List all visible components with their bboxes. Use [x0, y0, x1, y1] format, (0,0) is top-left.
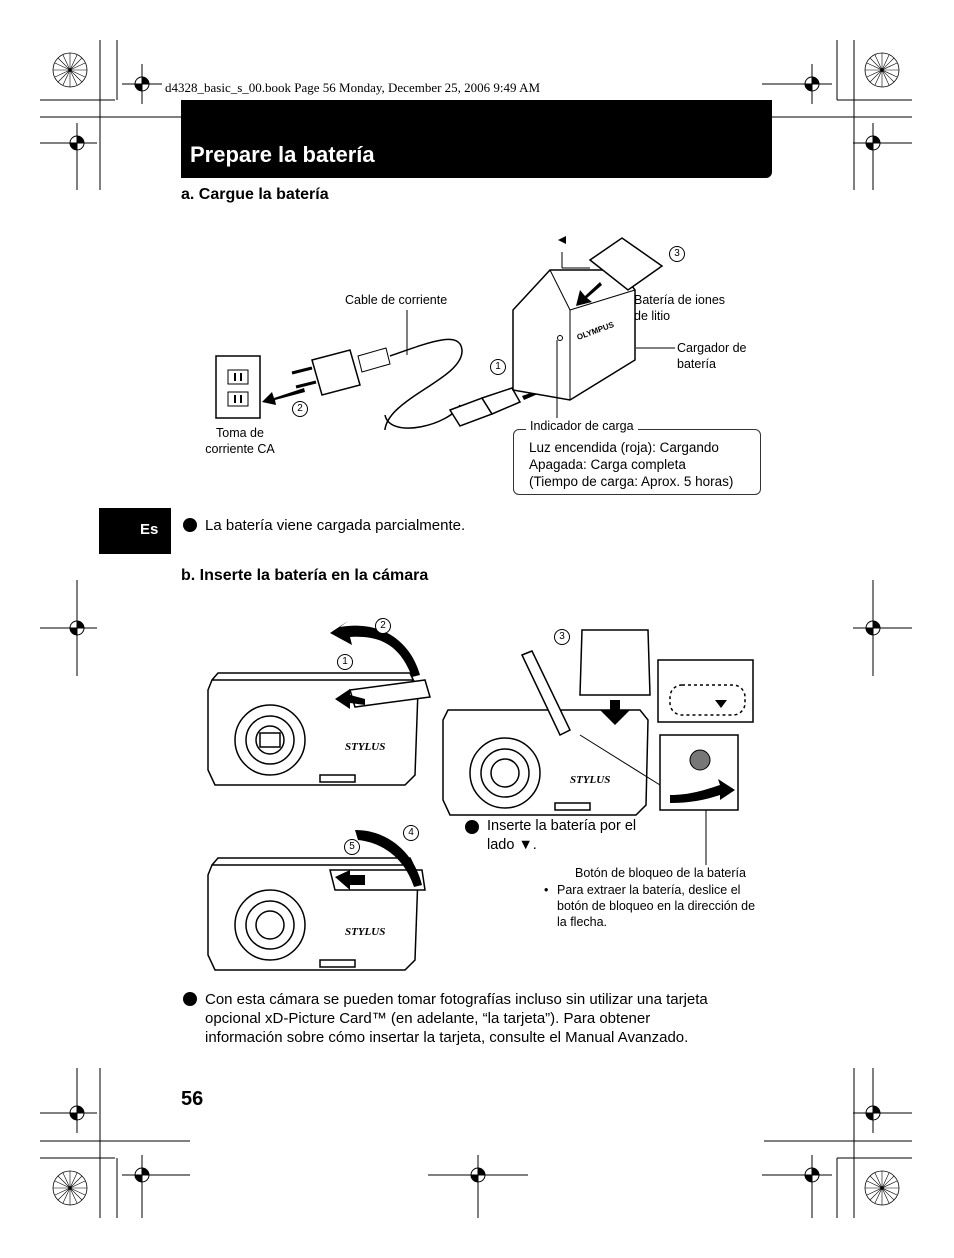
memory-card-note: Con esta cámara se pueden tomar fotograf… [205, 991, 708, 1046]
step-2-marker: 2 [292, 401, 308, 417]
step-b4-marker: 4 [403, 825, 419, 841]
language-tab [99, 508, 171, 554]
step-b5-marker: 5 [344, 839, 360, 855]
charge-note: La batería viene cargada parcialmente. [205, 517, 466, 534]
charging-illustration: OLYMPUS [215, 236, 675, 430]
charge-indicator-label: Indicador de carga [526, 418, 638, 434]
svg-text:STYLUS: STYLUS [345, 926, 385, 938]
bullet-icon [465, 820, 479, 834]
step-b3-marker: 3 [554, 629, 570, 645]
svg-text:STYLUS: STYLUS [345, 741, 385, 753]
bullet-icon [183, 518, 197, 532]
title-bar [181, 100, 772, 178]
lock-button-label: Botón de bloqueo de la batería [575, 866, 746, 880]
camera-open-door [207, 672, 431, 786]
step-b2-marker: 2 [375, 618, 391, 634]
page-number: 56 [181, 1088, 204, 1110]
camera-closed-door [207, 857, 426, 971]
lock-button-note: • Para extraer la batería, deslice el bo… [544, 883, 756, 929]
step-b1-marker: 1 [337, 654, 353, 670]
camera-illustrations: STYLUS STYLUS STYLUS [207, 621, 754, 971]
step-1-marker: 1 [490, 359, 506, 375]
step-3-marker: 3 [669, 246, 685, 262]
page-title: Prepare la batería [190, 142, 375, 167]
language-tab-label: Es [140, 521, 159, 538]
svg-text:STYLUS: STYLUS [570, 774, 610, 786]
book-meta-line: d4328_basic_s_00.book Page 56 Monday, De… [165, 80, 541, 95]
power-cable-label: Cable de corriente [345, 293, 448, 307]
section-b-heading: b. Inserte la batería en la cámara [181, 567, 429, 584]
section-a-heading: a. Cargue la batería [181, 186, 329, 203]
bullet-icon [183, 992, 197, 1006]
camera-battery-slot [442, 650, 649, 816]
charge-status-text: Luz encendida (roja): Cargando Apagada: … [529, 440, 734, 489]
